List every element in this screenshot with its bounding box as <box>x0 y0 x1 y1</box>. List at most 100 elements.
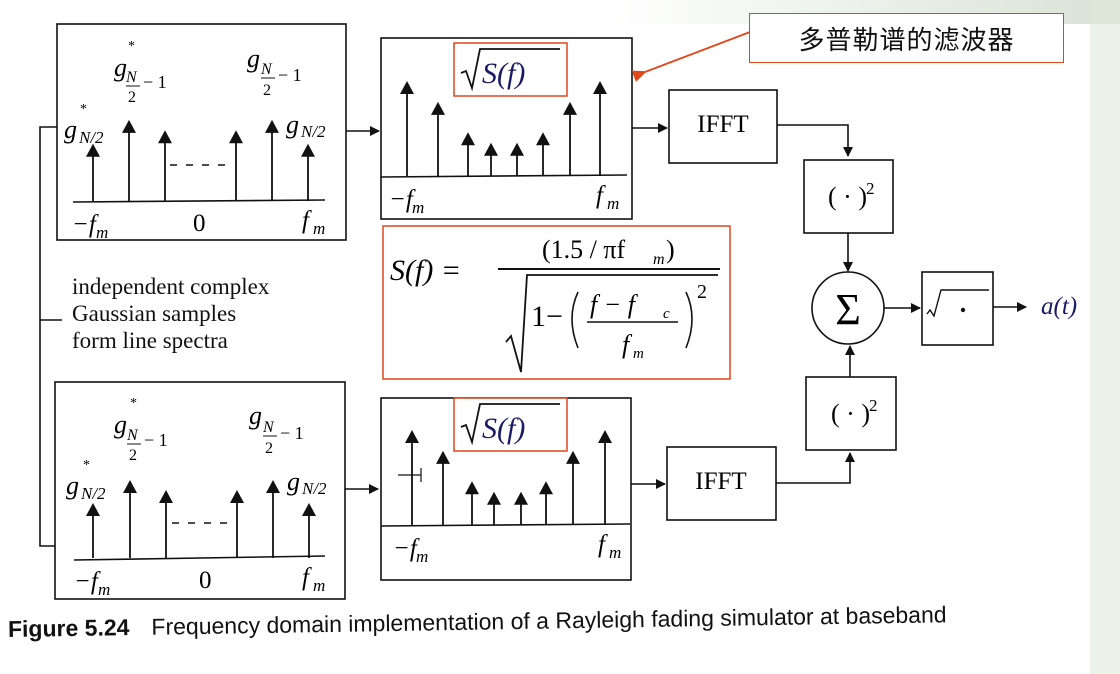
svg-text:−f: −f <box>389 186 416 213</box>
arrowhead-icon <box>405 430 419 443</box>
arrowhead-icon <box>593 81 607 94</box>
svg-text:− 1: − 1 <box>144 430 168 450</box>
svg-text:m: m <box>313 576 325 595</box>
svg-text:− 1: − 1 <box>280 423 304 443</box>
sigma-symbol: Σ <box>835 285 861 334</box>
square-label-top: ( · ) <box>828 182 867 211</box>
svg-text:m: m <box>313 219 325 238</box>
source-bracket <box>39 126 62 547</box>
ifft-block-top: IFFT <box>668 89 778 164</box>
label-g-conj-minus1: g <box>114 53 127 82</box>
spectrum-box-top <box>56 23 347 241</box>
ifft-label-top: IFFT <box>697 111 748 138</box>
label-tail-conj: − 1 <box>143 72 167 92</box>
svg-text:f: f <box>596 182 606 209</box>
freq-axis-top <box>72 199 326 203</box>
arrowhead-icon <box>229 130 243 144</box>
label-g-conj-half: g <box>64 115 77 144</box>
svg-text:m: m <box>607 194 619 213</box>
arrowhead-icon <box>465 481 479 495</box>
svg-text:N/2: N/2 <box>301 479 327 498</box>
svg-text:N: N <box>126 427 139 444</box>
arrowhead-icon <box>86 143 100 157</box>
arrowhead-icon <box>461 132 475 146</box>
svg-text:N/2: N/2 <box>80 484 106 503</box>
svg-text:m: m <box>96 223 108 242</box>
spectrum-box-bottom <box>54 381 346 600</box>
square-block-bottom: ( · ) 2 <box>805 376 897 451</box>
svg-text:c: c <box>663 306 670 322</box>
filter-axis-top <box>380 174 628 178</box>
arrow-ifft-to-square-top <box>777 124 853 157</box>
arrowhead-icon <box>230 490 244 503</box>
summation-node: Σ <box>811 271 885 345</box>
axis-label-neg-fm: −f <box>72 211 99 238</box>
formula-numerator: (1.5 / πf <box>542 235 626 264</box>
svg-text:g: g <box>114 410 127 439</box>
arrowhead-icon <box>159 490 173 503</box>
svg-text:N: N <box>262 419 275 436</box>
ifft-label-bottom: IFFT <box>695 468 746 495</box>
doppler-filter-bottom: S(f) −f m f m <box>380 397 632 581</box>
label-sub-num-pos: N <box>260 61 273 78</box>
formula-box <box>382 225 731 380</box>
arrowhead-icon <box>400 81 414 94</box>
star-conj-minus1: * <box>128 39 135 54</box>
filter-lines-bottom <box>405 430 612 525</box>
svg-text:m: m <box>609 543 621 562</box>
doppler-filter-top: S(f) −f m f m <box>380 37 633 220</box>
svg-text:m: m <box>416 547 428 566</box>
svg-text:g: g <box>249 401 262 430</box>
label-g-pos-half: g <box>286 110 299 139</box>
arrowhead-icon <box>301 143 315 157</box>
arrowhead-icon <box>566 450 580 464</box>
svg-text:m: m <box>98 580 110 599</box>
label-sub-pos-half: N/2 <box>300 122 326 141</box>
input-spectrum-top: g N/2 * g N 2 − 1 * g N 2 − 1 g N/2 −f m… <box>56 23 347 242</box>
svg-text:f: f <box>598 531 608 558</box>
svg-text:m: m <box>633 346 644 362</box>
arrowhead-icon <box>431 101 445 115</box>
sqrt-icon <box>926 289 989 318</box>
arrow-ifft-to-square-bottom <box>776 452 855 484</box>
arrowhead-icon <box>123 480 137 493</box>
arrowhead-icon <box>536 132 550 146</box>
figure-number: Figure 5.24 <box>7 614 130 642</box>
arrowhead-icon <box>539 481 553 495</box>
callout-arrow <box>631 31 751 82</box>
sqrt-s-label-top: S(f) <box>482 57 525 90</box>
axis-label-zero: 0 <box>193 210 206 237</box>
svg-text:m: m <box>412 198 424 217</box>
arrowhead-icon <box>510 142 524 156</box>
svg-text:m: m <box>653 251 665 268</box>
arrowhead-icon <box>598 430 612 443</box>
formula-lhs: S(f) = <box>390 254 461 287</box>
doppler-filter-callout: 多普勒谱的滤波器 <box>749 13 1064 63</box>
svg-text:g: g <box>66 471 79 500</box>
label-sub-den-conj: 2 <box>128 89 136 106</box>
label-tail-pos: − 1 <box>278 65 302 85</box>
svg-text:f: f <box>302 564 312 591</box>
sqrt-argument-dot <box>960 307 966 313</box>
arrowhead-icon <box>563 101 577 115</box>
input-spectrum-bottom: g N/2 * g N 2 − 1 * g N 2 − 1 g N/2 −f m… <box>54 381 346 600</box>
svg-text:2: 2 <box>265 440 273 457</box>
sqrt-s-label-bottom: S(f) <box>482 412 525 445</box>
label-sub-num-conj: N <box>125 69 138 86</box>
arrowhead-icon <box>158 130 172 144</box>
svg-text:f: f <box>622 330 633 359</box>
sqrt-block <box>921 271 994 346</box>
label-g-pos-minus1: g <box>247 44 260 73</box>
svg-text:*: * <box>130 396 137 411</box>
square-label-bottom: ( · ) <box>831 399 870 428</box>
svg-text:*: * <box>83 458 90 473</box>
sqrt-symbol-top <box>460 48 560 92</box>
label-sub-den-pos: 2 <box>263 82 271 99</box>
note-line: form line spectra <box>72 328 228 353</box>
svg-text:1−: 1− <box>531 300 563 333</box>
spectral-lines-bottom <box>86 480 316 558</box>
svg-text:2: 2 <box>697 281 707 303</box>
svg-text:f − f: f − f <box>590 290 639 319</box>
svg-text:−f: −f <box>393 535 420 562</box>
